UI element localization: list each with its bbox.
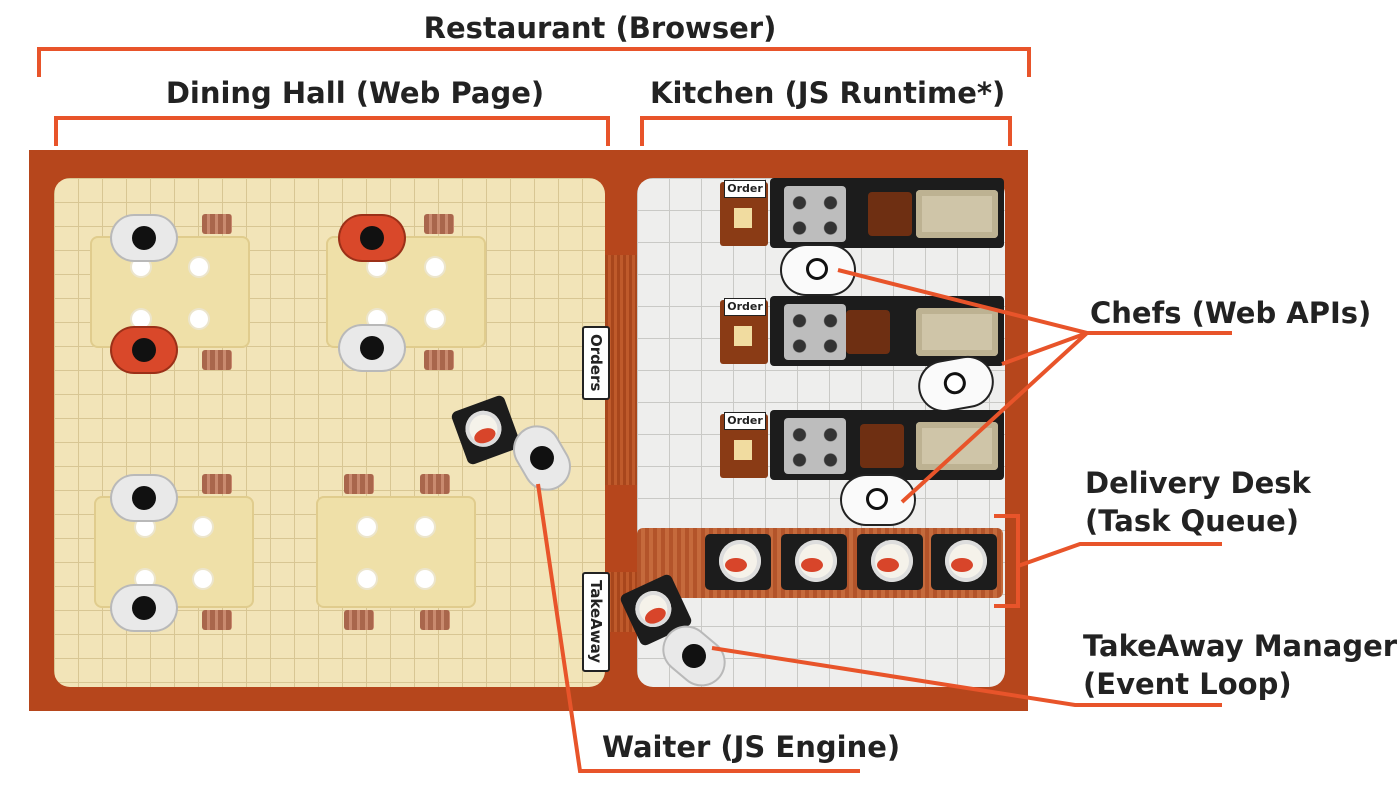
chair [344,610,374,630]
dining-hall-label: Dining Hall (Web Page) [165,76,545,110]
plate [426,310,444,328]
chair [202,474,232,494]
cutting-board [868,192,912,236]
chefs-label: Chefs (Web APIs) [1090,296,1372,330]
orders-sign: Orders [582,326,610,400]
plate [132,310,150,328]
stove [784,304,846,360]
plate [190,258,208,276]
chair [202,350,232,370]
sink [916,190,998,238]
cutting-board [846,310,890,354]
diner [112,216,176,260]
kitchen-label: Kitchen (JS Runtime*) [650,76,1006,110]
delivery-desk-connector [1017,542,1222,568]
delivery-desk [637,528,1003,598]
chair [344,474,374,494]
queued-dish [781,534,847,590]
plate [358,518,376,536]
sink [916,422,998,470]
kitchen-counter [770,178,1004,248]
delivery-desk-sublabel: (Task Queue) [1085,504,1300,538]
plate [190,310,208,328]
plate [368,258,386,276]
queued-dish [931,534,997,590]
dining-hall-bracket [54,116,610,146]
takeaway-sign: TakeAway [582,572,610,672]
diner [112,328,176,372]
waiter-label: Waiter (JS Engine) [602,730,901,764]
plate [194,570,212,588]
dining-table [90,236,250,348]
restaurant-bracket [37,47,1031,77]
plate [136,570,154,588]
chef [782,246,854,294]
chair [424,350,454,370]
cutting-board [860,424,904,468]
plate [416,570,434,588]
chair [424,214,454,234]
chair [202,610,232,630]
plate [416,518,434,536]
chair [420,610,450,630]
plate [358,570,376,588]
plate [132,258,150,276]
diner [340,326,404,370]
plate [194,518,212,536]
kitchen-counter [770,410,1004,480]
takeaway-manager-sublabel: (Event Loop) [1083,667,1292,701]
stove [784,418,846,474]
chef [842,476,914,524]
chair [420,474,450,494]
queued-dish [705,534,771,590]
restaurant-label: Restaurant (Browser) [423,11,777,45]
diner [112,476,176,520]
plate [136,518,154,536]
dining-table [316,496,476,608]
delivery-desk-label: Delivery Desk [1085,466,1311,500]
plate [426,258,444,276]
chair [202,214,232,234]
order-box: Order [720,180,768,246]
order-box: Order [720,412,768,478]
stove [784,186,846,242]
kitchen-bracket [640,116,1012,146]
diner [340,216,404,260]
kitchen-counter [770,296,1004,366]
waiter-tray [450,394,522,466]
dining-hall-floor [54,178,605,687]
diner [112,586,176,630]
waiter [506,419,578,497]
queued-dish [857,534,923,590]
takeaway-manager-label: TakeAway Manager [1083,629,1398,663]
orders-passage [605,255,637,485]
order-box: Order [720,298,768,364]
sink [916,308,998,356]
plate [368,310,386,328]
